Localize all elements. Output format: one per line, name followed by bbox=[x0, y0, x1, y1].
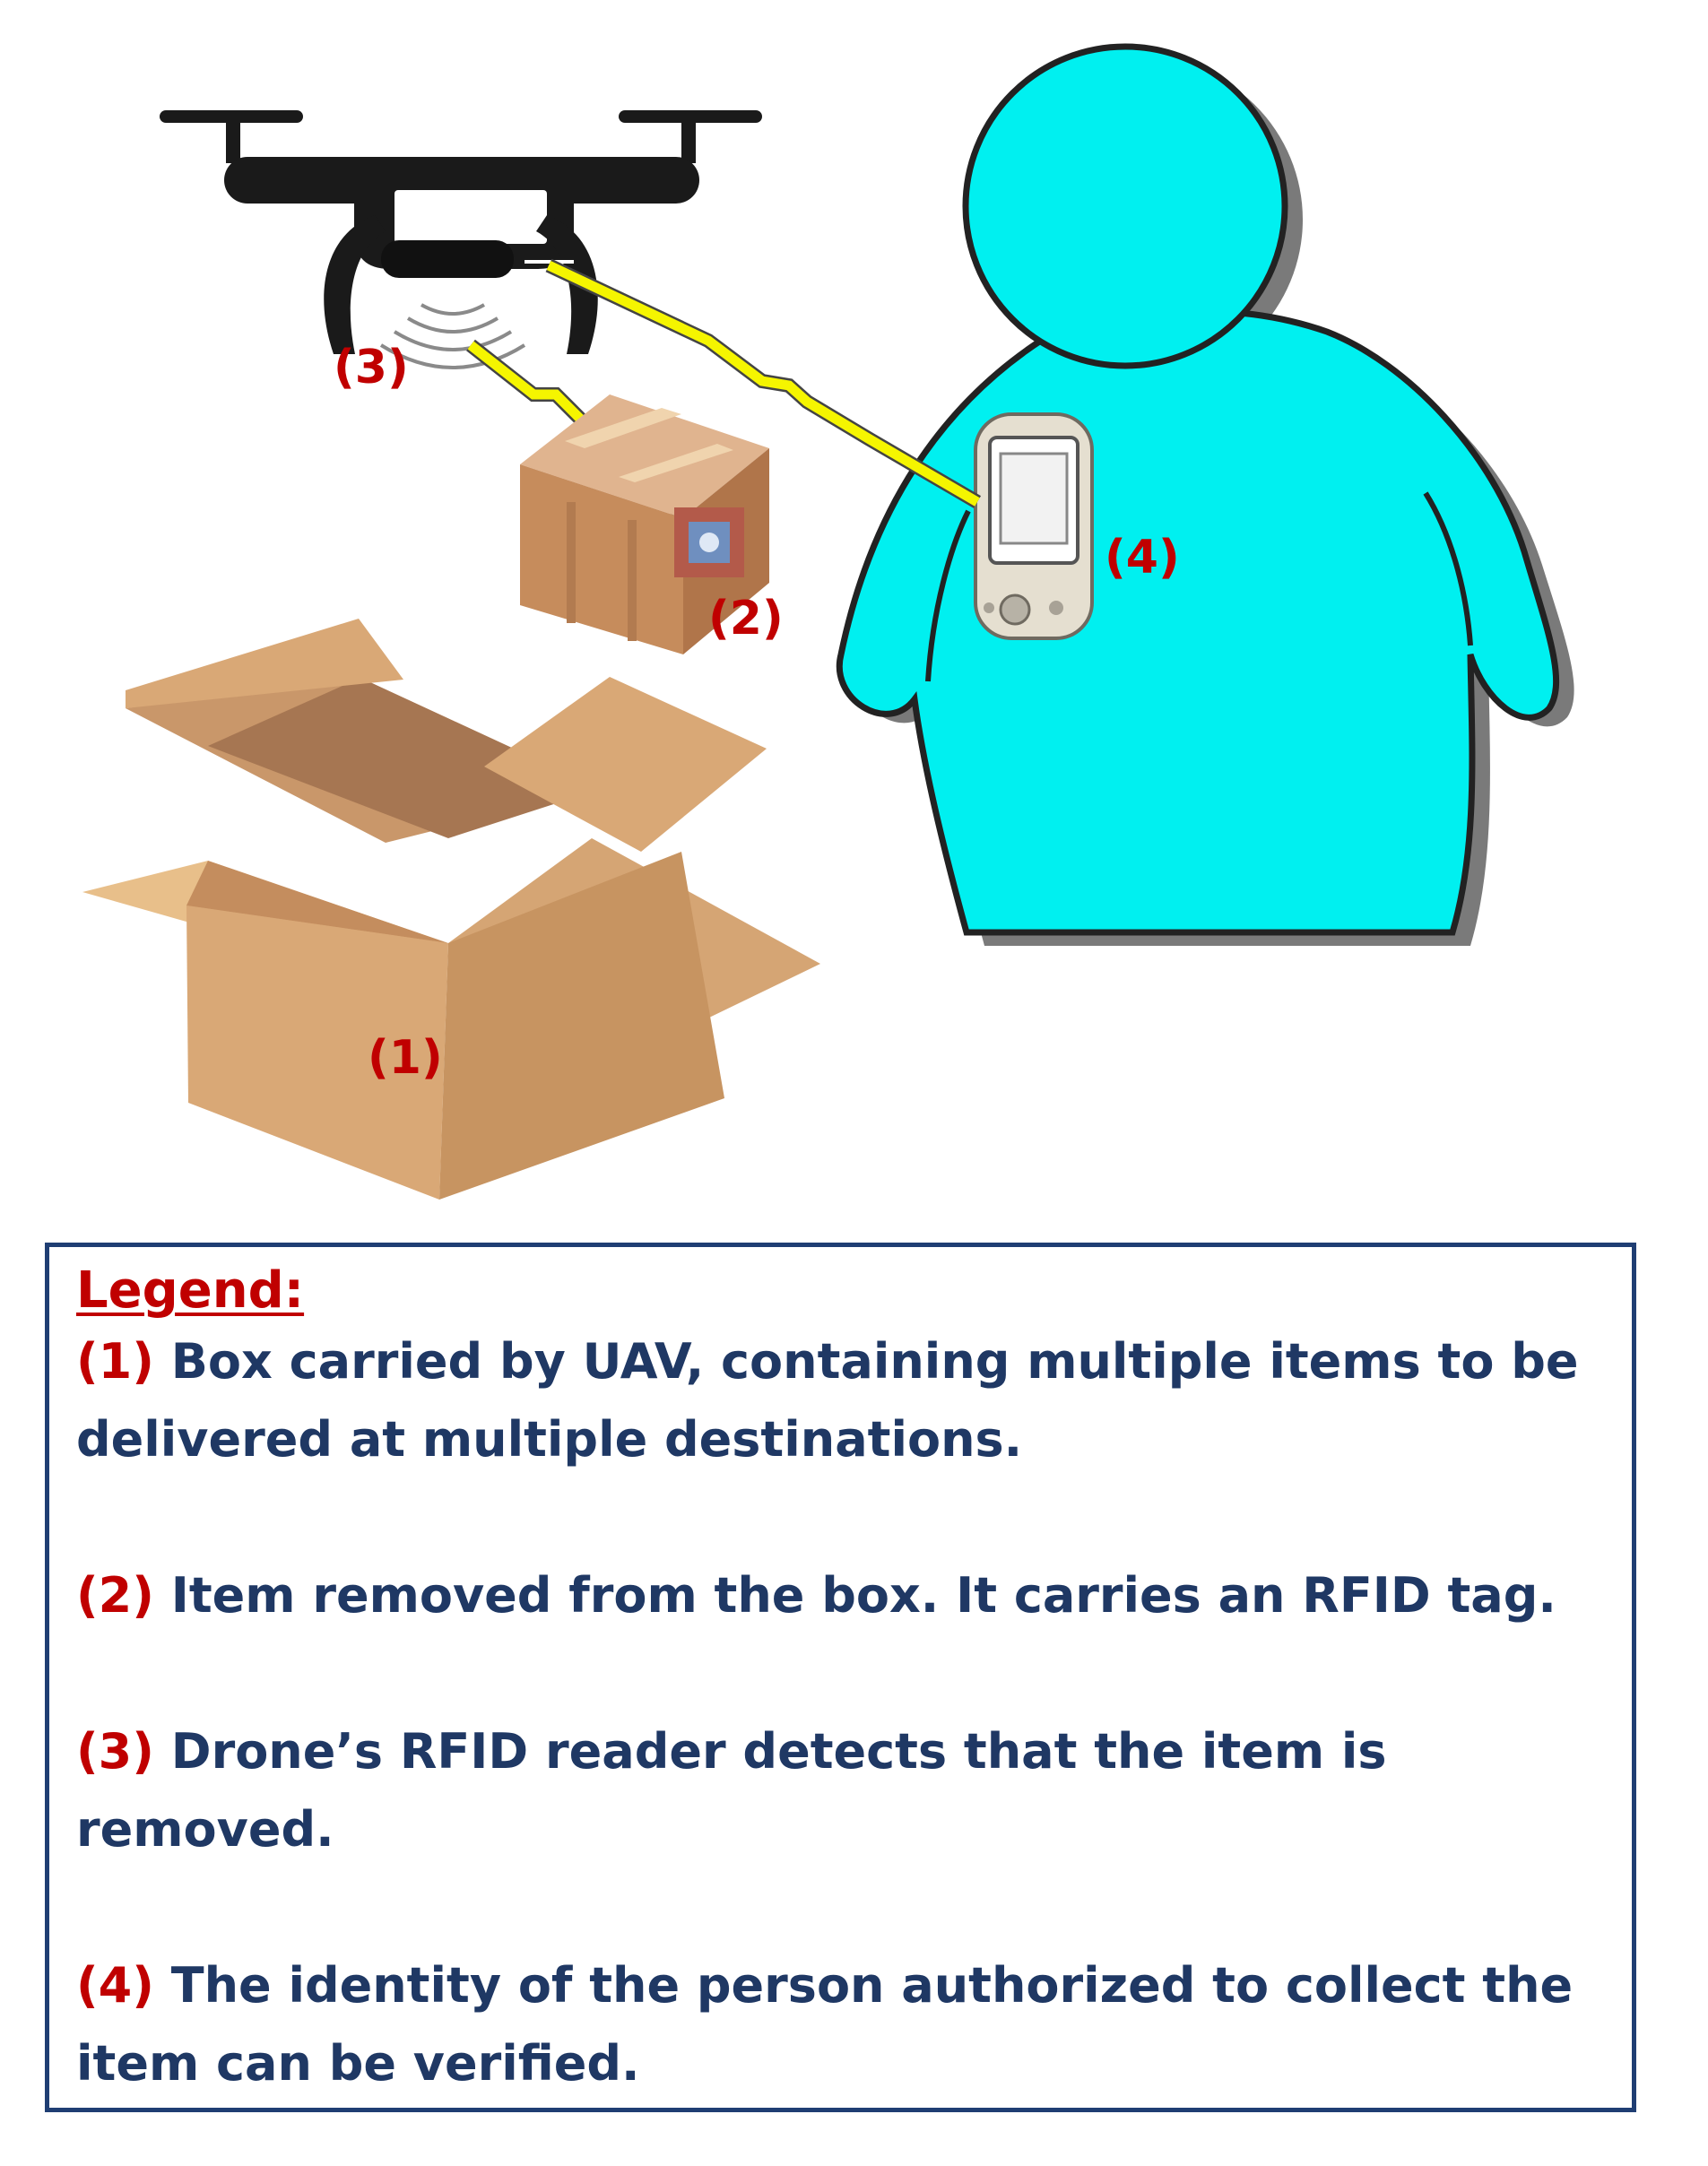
open-cardboard-box-icon bbox=[82, 619, 820, 1200]
drone-icon bbox=[160, 110, 762, 354]
package-item-icon bbox=[520, 394, 769, 654]
legend-entry-4: (4) The identity of the person authorize… bbox=[76, 1946, 1612, 2102]
callout-label-3: (3) bbox=[334, 341, 409, 394]
callout-label-4: (4) bbox=[1105, 531, 1180, 585]
rfid-tag-icon bbox=[674, 507, 744, 577]
legend-box: Legend: (1) Box carried by UAV, containi… bbox=[45, 1243, 1636, 2112]
legend-entry-text: The identity of the person authorized to… bbox=[76, 1957, 1574, 2092]
legend-entry-number: (4) bbox=[76, 1957, 154, 2014]
handheld-device-icon bbox=[974, 412, 1094, 640]
person-silhouette-icon bbox=[836, 43, 1574, 947]
legend-entry-number: (3) bbox=[76, 1723, 154, 1780]
legend-entry-text: Item removed from the box. It carries an… bbox=[170, 1567, 1556, 1624]
legend-entry-number: (1) bbox=[76, 1333, 154, 1390]
legend-entry-1: (1) Box carried by UAV, containing multi… bbox=[76, 1322, 1612, 1478]
legend-entry-3: (3) Drone’s RFID reader detects that the… bbox=[76, 1712, 1612, 1868]
callout-label-2: (2) bbox=[708, 592, 784, 645]
legend-entry-number: (2) bbox=[76, 1567, 154, 1624]
rfid-signal-waves-icon bbox=[379, 303, 526, 369]
legend-entry-2: (2) Item removed from the box. It carrie… bbox=[76, 1556, 1612, 1634]
legend-title: Legend: bbox=[76, 1261, 305, 1320]
legend-entry-text: Box carried by UAV, containing multiple … bbox=[76, 1333, 1579, 1468]
legend-entry-text: Drone’s RFID reader detects that the ite… bbox=[76, 1723, 1387, 1858]
callout-label-1: (1) bbox=[368, 1031, 443, 1085]
diagram-illustration bbox=[82, 43, 1574, 1200]
